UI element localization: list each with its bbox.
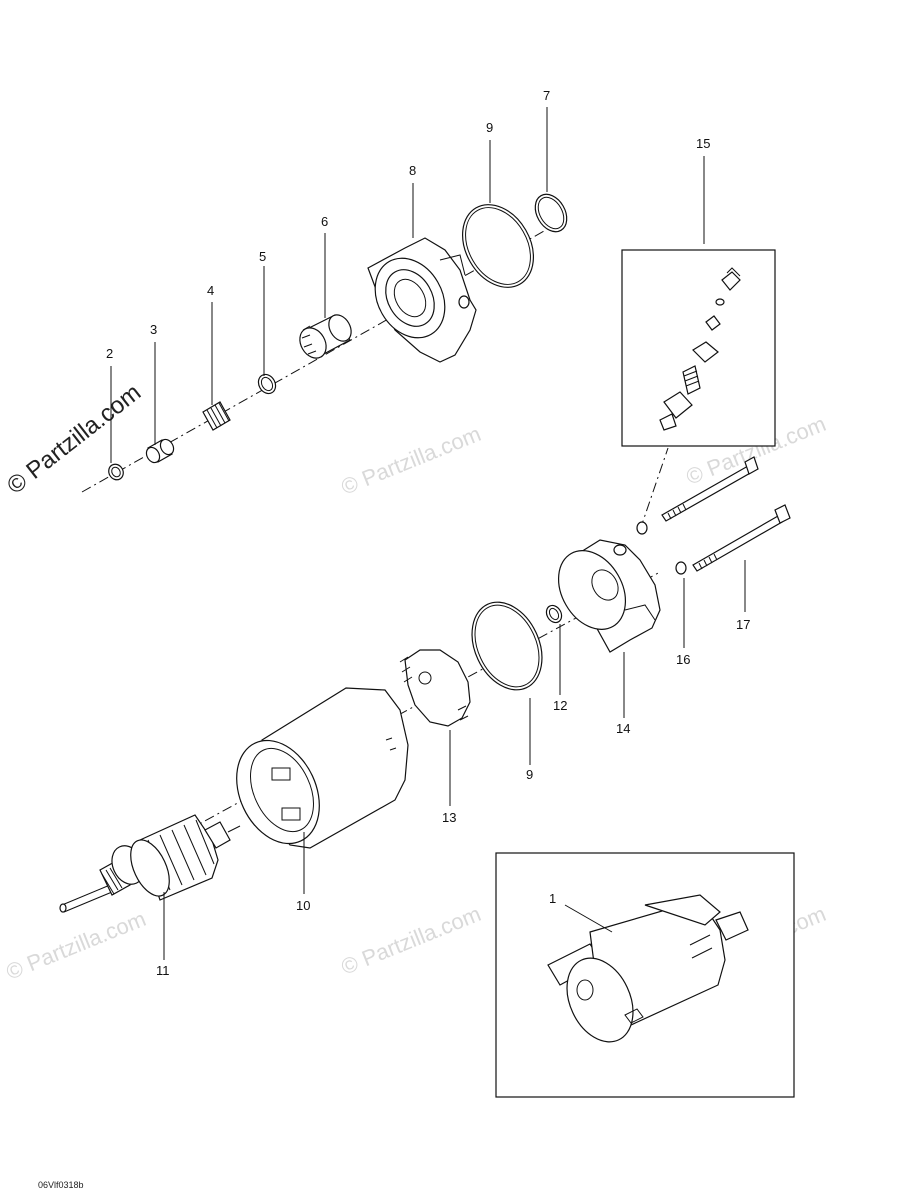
assembled-starter-drawing [547,894,749,1043]
bushing-part-3 [145,438,175,464]
callout-10: 10 [296,898,310,913]
end-housing-part-14 [557,539,661,653]
yoke-part-10 [236,687,409,849]
callout-14: 14 [616,721,630,736]
callout-11: 11 [156,963,170,978]
callout-7: 7 [543,88,550,103]
watermark-3: © Partzilla.com [3,906,150,985]
callout-16: 16 [676,652,690,667]
o-ring-part-7 [534,193,568,233]
callout-labels: 2 3 4 5 6 8 9 7 15 17 16 14 12 9 13 10 1… [106,88,750,978]
ring-part-12 [545,604,563,624]
callout-9-upper: 9 [486,120,493,135]
o-ring-lower-part-9 [471,601,543,691]
figure-code: 06Vlf0318b [38,1180,84,1190]
callout-12: 12 [553,698,567,713]
watermark-4: © Partzilla.com [338,901,485,980]
leader-lines [110,107,746,960]
callout-2: 2 [106,346,113,361]
callout-5: 5 [259,249,266,264]
partzilla-watermark: © Partzilla.com [2,379,146,500]
callout-8: 8 [409,163,416,178]
spring-part-4 [202,401,231,431]
callout-17: 17 [736,617,750,632]
callout-15: 15 [696,136,710,151]
washer-part-16 [636,521,687,575]
assembled-starter-part-1 [495,852,795,1098]
brush-holder-axis-line [639,447,669,531]
callout-13: 13 [442,810,456,825]
pinion-part-6 [299,314,352,359]
armature-part-11 [59,814,241,913]
callout-6: 6 [321,214,328,229]
through-bolts-part-17 [661,456,791,572]
watermark-1: © Partzilla.com [338,421,485,500]
leader-1 [564,904,613,933]
brush-kit-components [659,267,741,431]
brush-plate-part-13 [399,649,471,727]
drive-housing-part-8 [367,237,477,363]
callout-4: 4 [207,283,214,298]
callout-1: 1 [549,891,556,906]
washer-part-2 [108,463,124,481]
snap-ring-part-5 [257,373,277,395]
o-ring-upper-part-9 [462,204,534,288]
callout-3: 3 [150,322,157,337]
brush-kit-part-15 [621,249,776,447]
callout-9-lower: 9 [526,767,533,782]
